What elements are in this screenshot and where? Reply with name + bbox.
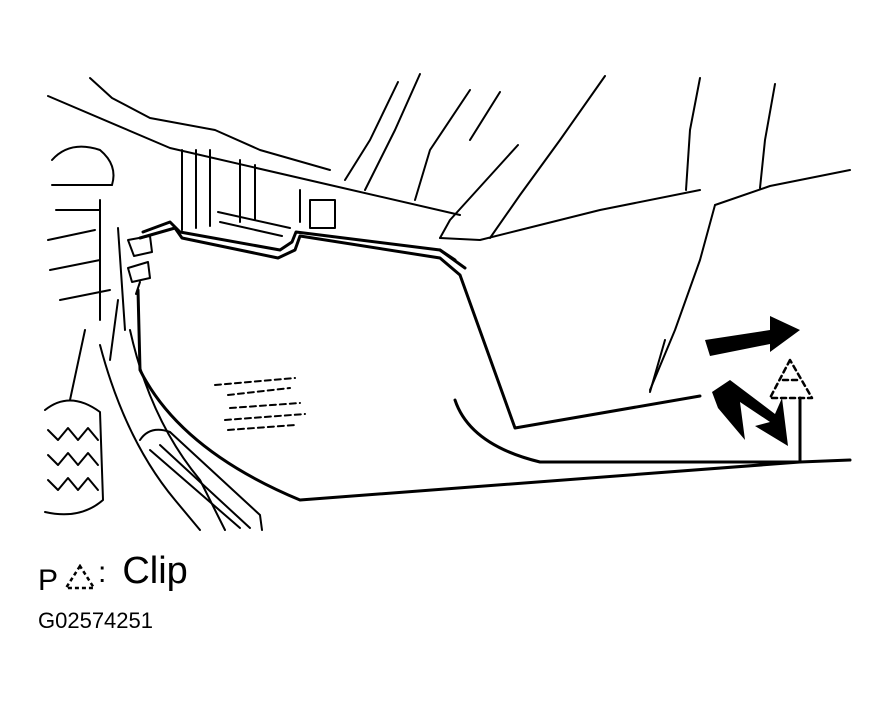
legend: P : Clip [38, 530, 188, 596]
legend-prefix: P [38, 564, 59, 597]
pedal-assembly [44, 145, 263, 531]
clip-hooks [127, 235, 153, 295]
removal-arrow-icon [705, 316, 800, 446]
figure-id: G02574251 [38, 608, 153, 633]
dashboard-outline [47, 73, 851, 393]
legend-separator: : [98, 556, 107, 589]
cover-panel-outline [136, 220, 852, 502]
clip-location-marker [768, 358, 814, 400]
support-bracket [181, 149, 336, 237]
label-plate [214, 377, 306, 431]
dashed-triangle-clip-icon [64, 564, 97, 590]
legend-label: Clip [122, 550, 188, 592]
clip-removal-diagram [44, 73, 852, 531]
